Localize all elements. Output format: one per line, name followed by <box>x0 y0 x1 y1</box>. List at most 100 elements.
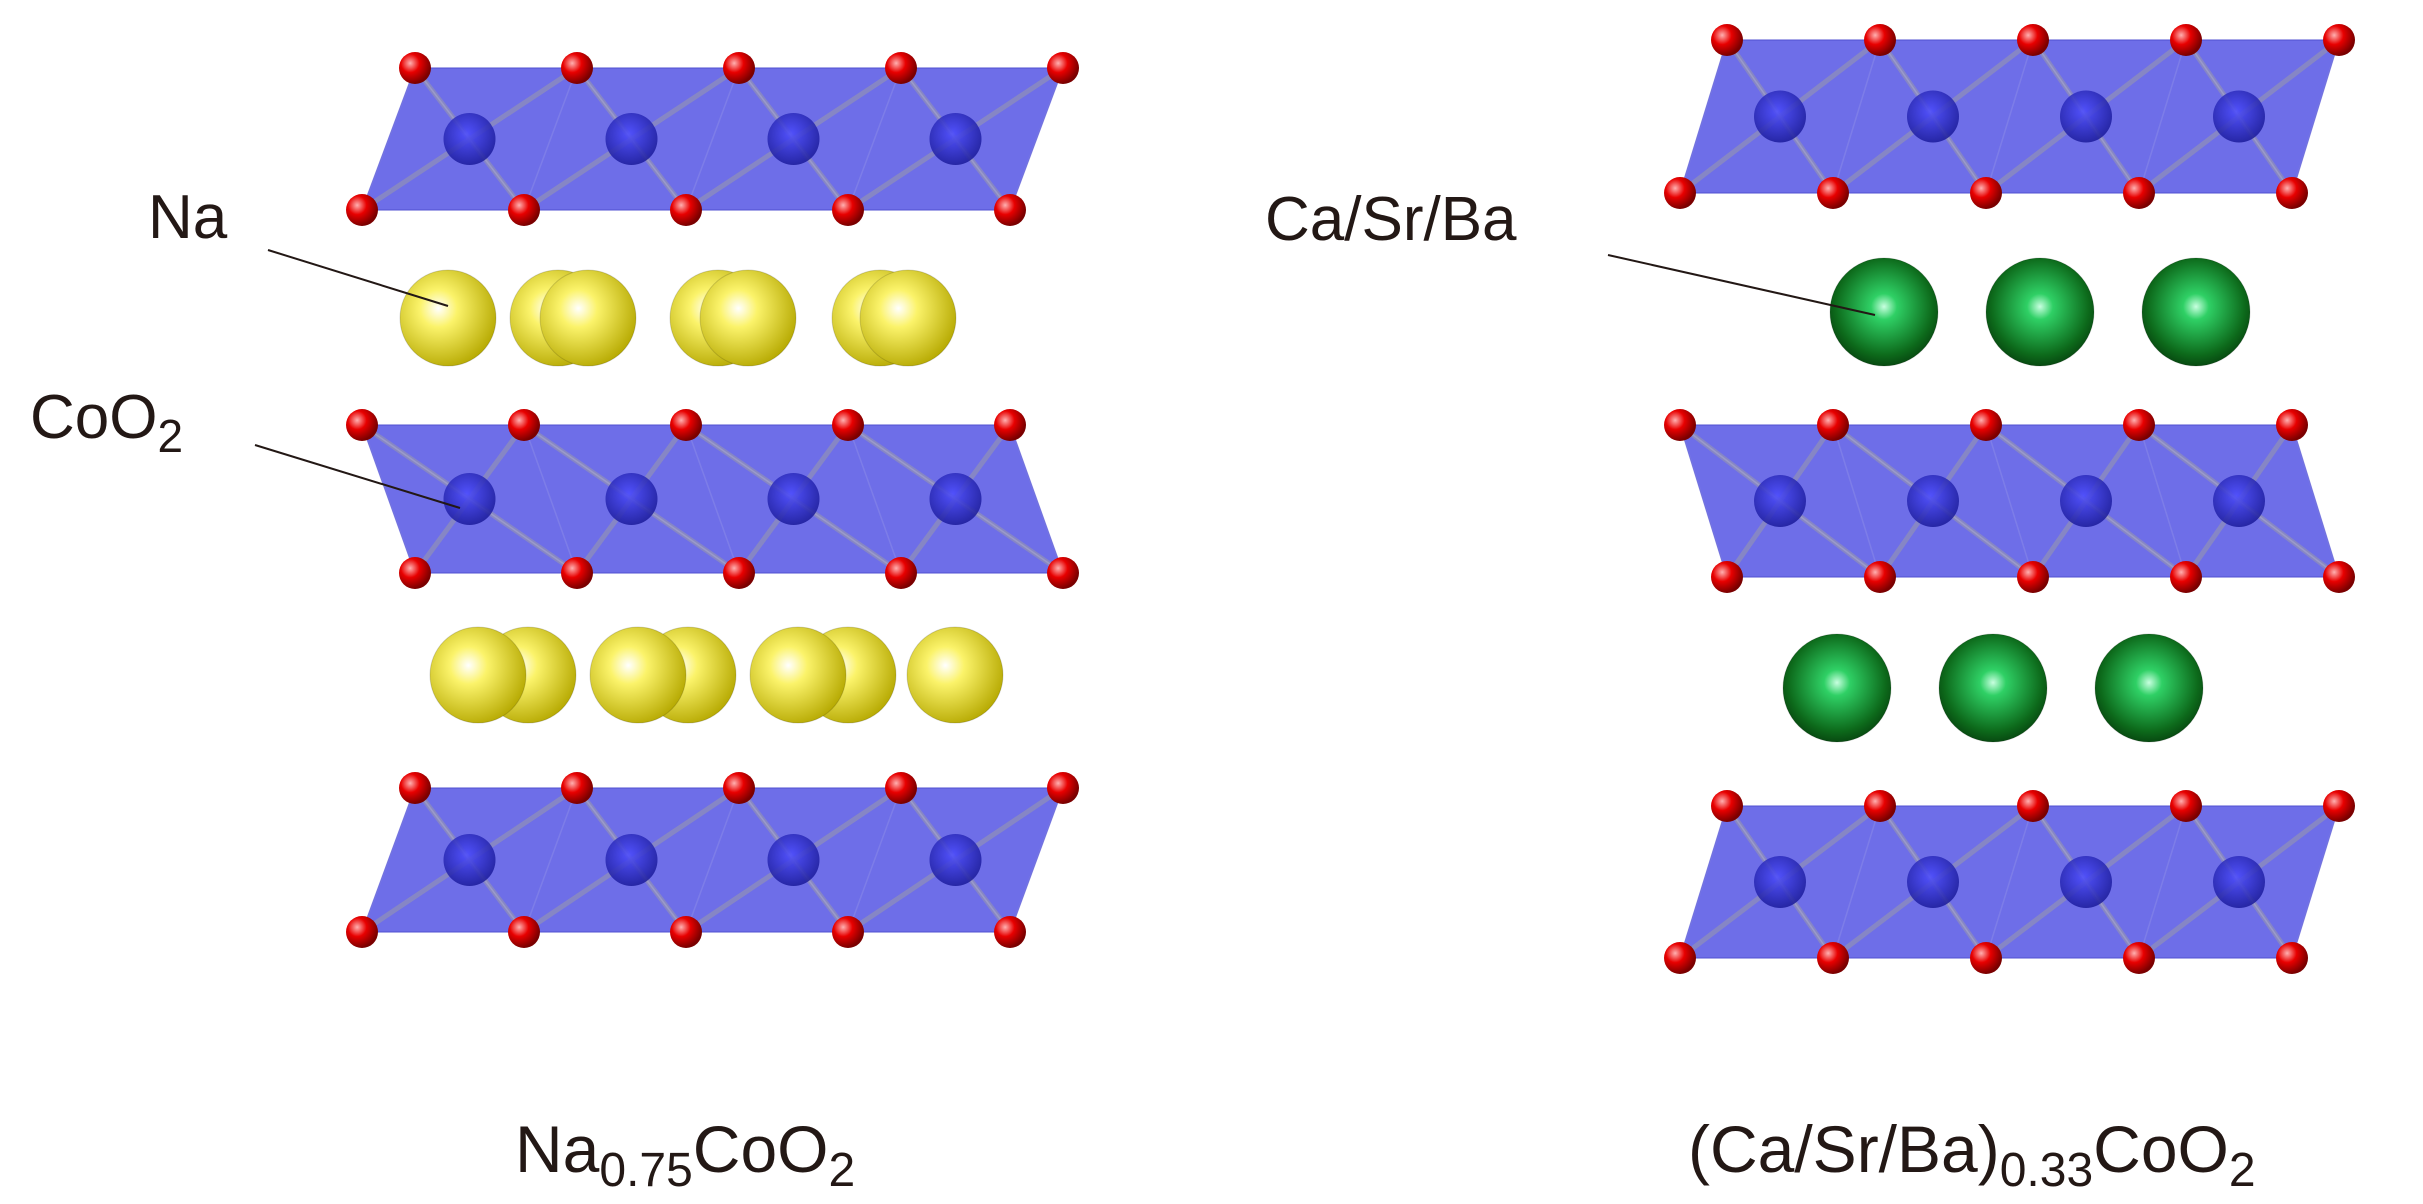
coo2-layer <box>346 52 1079 226</box>
octahedron-edge <box>1679 424 1728 578</box>
oxygen-atom <box>1817 942 1849 974</box>
oxygen-atom <box>994 916 1026 948</box>
octahedron-edge <box>1832 424 1881 578</box>
octahedron-edge <box>523 787 578 933</box>
alkaline-earth-atom <box>1829 257 1939 367</box>
cation-layer <box>429 626 1004 724</box>
oxygen-atom <box>2323 24 2355 56</box>
cobalt-atom <box>443 834 496 886</box>
cobalt-atom <box>1754 856 1806 908</box>
oxygen-atom <box>2170 790 2202 822</box>
oxygen-atom <box>508 916 540 948</box>
octahedron-edge <box>523 67 578 211</box>
octahedron-edge <box>685 67 740 211</box>
sodium-atom <box>699 269 797 367</box>
na-label: Na <box>148 183 228 252</box>
cation-layer <box>399 269 957 367</box>
sodium-atom <box>749 626 847 724</box>
oxygen-atom <box>832 409 864 441</box>
formula-right-rest: CoO <box>2093 1112 2229 1186</box>
formula-right: (Ca/Sr/Ba)0.33CoO2 <box>1688 1112 2256 1197</box>
oxygen-atom <box>885 557 917 589</box>
oxygen-atom <box>2276 177 2308 209</box>
octahedron-edge <box>1832 39 1881 194</box>
oxygen-atom <box>723 52 755 84</box>
oxygen-atom <box>561 772 593 804</box>
coo2-layer <box>1664 790 2355 974</box>
cobalt-atom <box>929 113 982 165</box>
cobalt-atom <box>2060 856 2112 908</box>
cation-layer <box>1782 633 2204 743</box>
oxygen-atom <box>2017 561 2049 593</box>
coo2-leader-line <box>254 444 461 509</box>
coo2-layer <box>346 772 1079 948</box>
coo2-label-subscript: 2 <box>157 410 183 462</box>
cobalt-atom <box>2213 475 2265 527</box>
octahedron-edge <box>1985 39 2034 194</box>
oxygen-atom <box>994 409 1026 441</box>
ca-sr-ba-label: Ca/Sr/Ba <box>1265 185 1517 254</box>
octahedron-edge <box>2138 39 2187 194</box>
oxygen-atom <box>1817 177 1849 209</box>
oxygen-atom <box>994 194 1026 226</box>
sodium-atom <box>429 626 527 724</box>
alkaline-earth-atom <box>1938 633 2048 743</box>
octahedron-edge <box>847 424 902 574</box>
formula-left: Na0.75CoO2 <box>515 1112 855 1197</box>
oxygen-atom <box>1711 790 1743 822</box>
cobalt-atom <box>1907 90 1959 143</box>
octahedron-edge <box>1985 424 2034 578</box>
coo2-label-base: CoO <box>30 383 157 452</box>
cobalt-atom <box>2213 856 2265 908</box>
oxygen-atom <box>832 194 864 226</box>
oxygen-atom <box>399 52 431 84</box>
sodium-atom <box>906 626 1004 724</box>
oxygen-atom <box>399 557 431 589</box>
octahedron-edge <box>1985 805 2034 959</box>
octahedron-edge <box>523 424 578 574</box>
cobalt-atom <box>767 113 820 165</box>
oxygen-atom <box>2276 942 2308 974</box>
alkaline-earth-atom <box>2141 257 2251 367</box>
oxygen-atom <box>1864 561 1896 593</box>
cobalt-atom <box>2060 90 2112 143</box>
cobalt-atom <box>929 834 982 886</box>
oxygen-atom <box>2123 409 2155 441</box>
cobalt-atom <box>605 113 658 165</box>
octahedron-edge <box>1679 805 1728 959</box>
oxygen-atom <box>885 52 917 84</box>
oxygen-atom <box>2323 790 2355 822</box>
oxygen-atom <box>1711 24 1743 56</box>
oxygen-atom <box>723 557 755 589</box>
oxygen-atom <box>508 194 540 226</box>
oxygen-atom <box>885 772 917 804</box>
formula-left-rest: CoO <box>693 1112 829 1186</box>
octahedron-edge <box>1832 805 1881 959</box>
oxygen-atom <box>1864 790 1896 822</box>
octahedron-edge <box>685 787 740 933</box>
alkaline-earth-atom <box>1782 633 1892 743</box>
sodium-atom <box>859 269 957 367</box>
octahedron-edge <box>847 787 902 933</box>
formula-left-rest-subscript: 2 <box>829 1144 856 1197</box>
cobalt-atom <box>1754 475 1806 527</box>
oxygen-atom <box>1711 561 1743 593</box>
oxygen-atom <box>1817 409 1849 441</box>
formula-left-subscript: 0.75 <box>599 1144 692 1197</box>
octahedron-edge <box>685 424 740 574</box>
octahedron-edge <box>361 67 416 211</box>
oxygen-atom <box>1664 942 1696 974</box>
na-leader-line <box>267 249 449 307</box>
oxygen-atom <box>1047 772 1079 804</box>
octahedron-edge <box>2291 39 2340 194</box>
cobalt-atom <box>1754 90 1806 143</box>
alkaline-earth-cobaltate-structure <box>1664 24 2355 974</box>
ca-sr-ba-leader-line <box>1607 254 1876 316</box>
oxygen-atom <box>670 194 702 226</box>
cobalt-atom <box>605 834 658 886</box>
cobalt-atom <box>2060 475 2112 527</box>
oxygen-atom <box>1664 177 1696 209</box>
oxygen-atom <box>1864 24 1896 56</box>
oxygen-atom <box>2123 942 2155 974</box>
octahedron-edge <box>2138 805 2187 959</box>
